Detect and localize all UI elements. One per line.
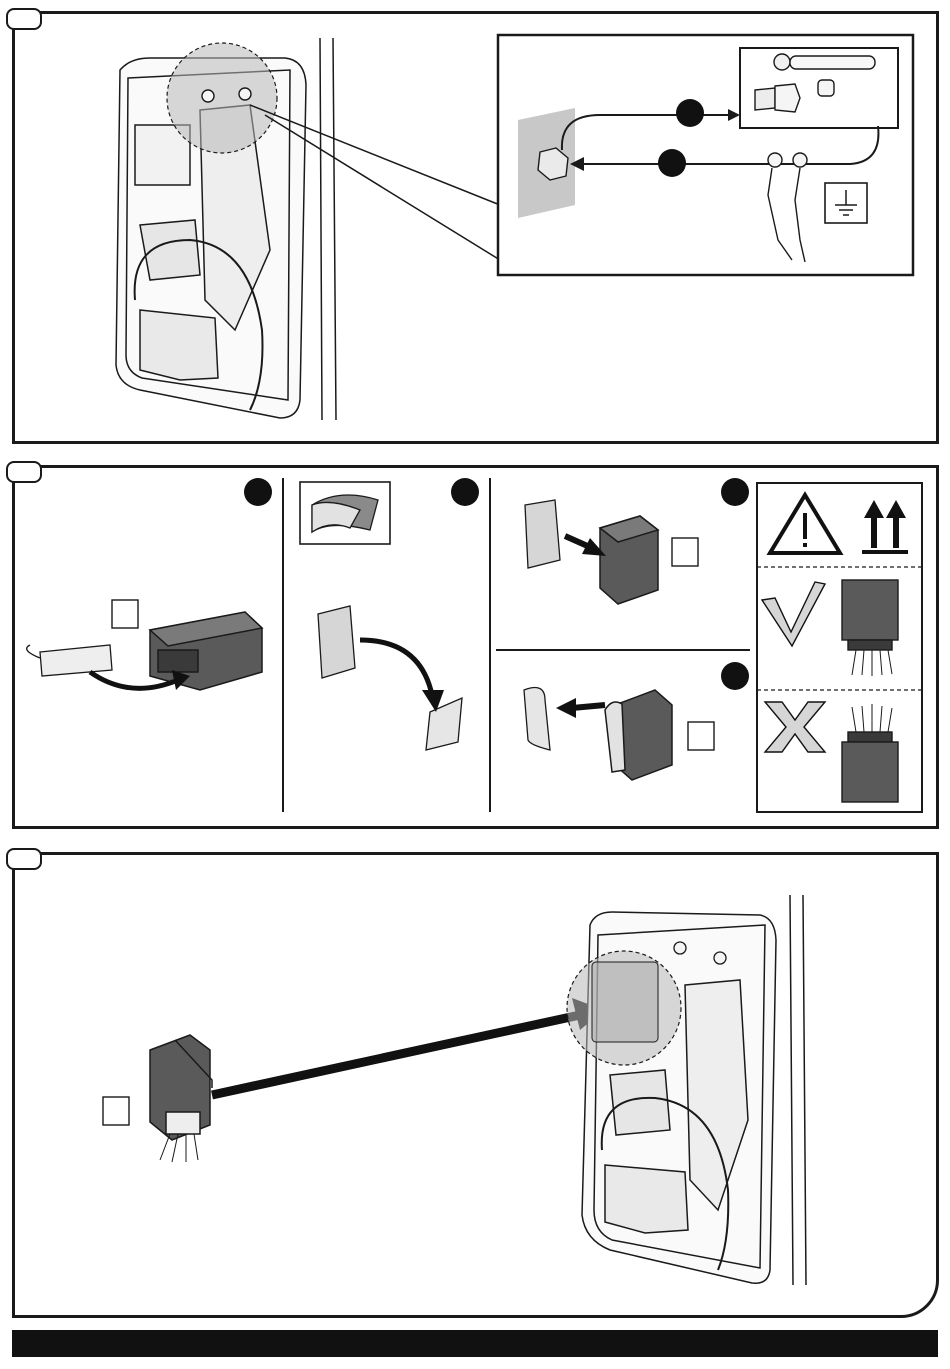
install-bolt-b: [714, 952, 726, 964]
callout-box-install: [103, 1097, 129, 1125]
section-3-illustration: [0, 0, 950, 1330]
arrow-install: [212, 1015, 580, 1095]
control-module-install: [150, 1035, 212, 1162]
footer-bar: [12, 1330, 938, 1357]
installed-module-outline: [592, 962, 658, 1042]
install-bolt-a: [674, 942, 686, 954]
